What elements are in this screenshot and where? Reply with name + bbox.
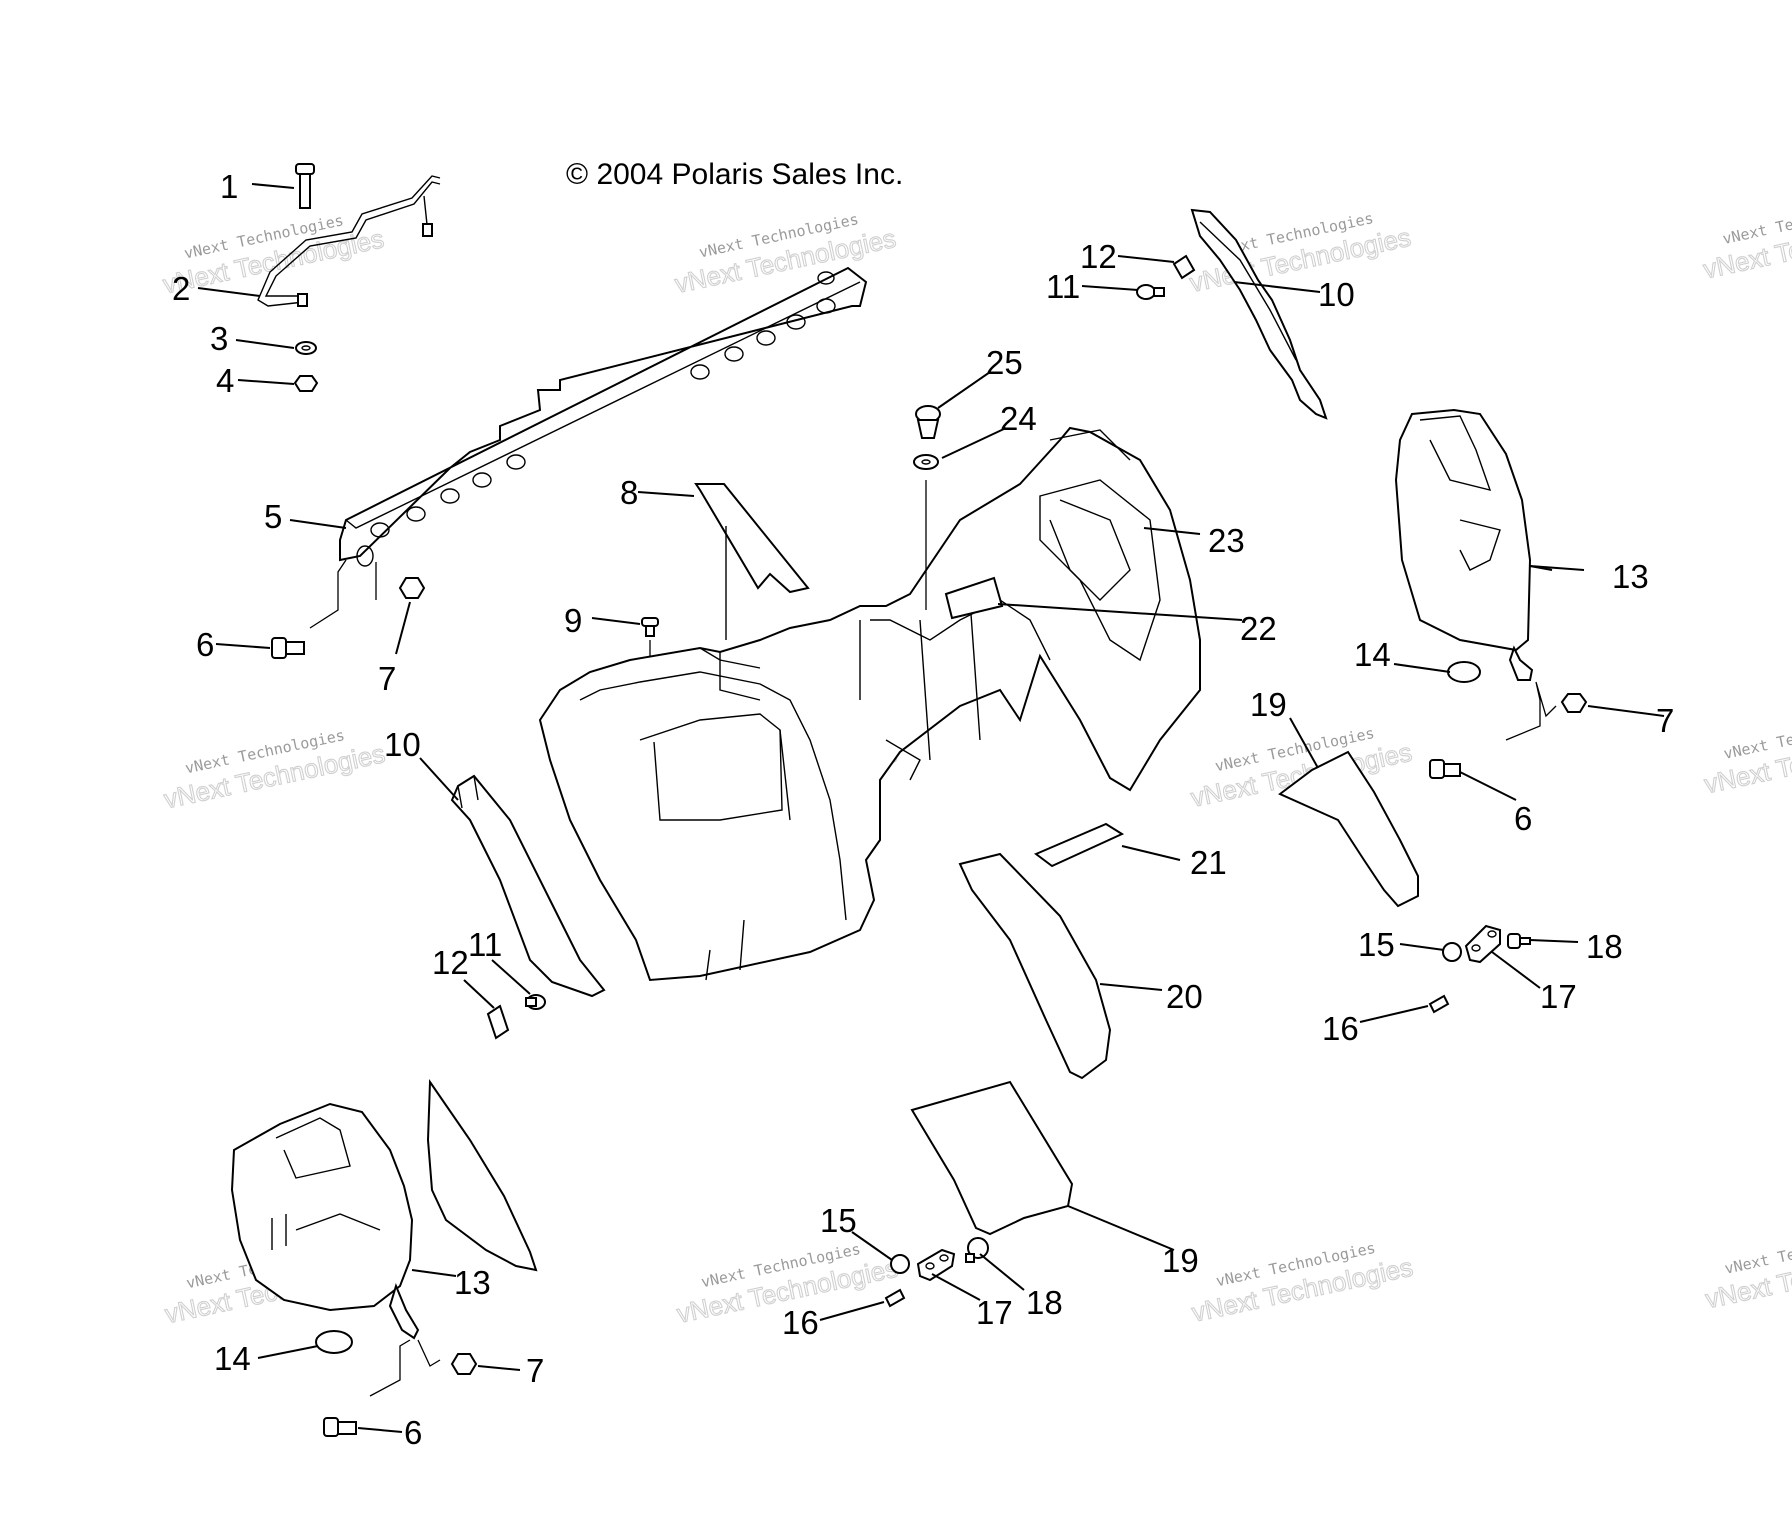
callout-6: 6 bbox=[404, 1414, 422, 1451]
part-mud-guard-panel bbox=[426, 1078, 538, 1272]
part-nut-4 bbox=[293, 375, 319, 392]
callout-9: 9 bbox=[564, 602, 582, 639]
callout-14: 14 bbox=[214, 1340, 251, 1377]
callout-13: 13 bbox=[1612, 558, 1649, 595]
part-bracket-17 bbox=[916, 1248, 956, 1282]
part-fender-23 bbox=[1049, 429, 1131, 461]
part-washer-3 bbox=[295, 341, 317, 355]
callout-15: 15 bbox=[1358, 926, 1395, 963]
callout-24: 24 bbox=[1000, 400, 1037, 437]
part-bolt-6 bbox=[1429, 759, 1461, 779]
part-flap-19 bbox=[910, 1080, 1074, 1236]
callout-18: 18 bbox=[1586, 928, 1623, 965]
part-plug-14 bbox=[315, 1330, 353, 1354]
callout-3: 3 bbox=[210, 320, 228, 357]
part-bolt-1 bbox=[295, 163, 315, 209]
part-mud-guard-13 bbox=[230, 1102, 420, 1340]
part-rivet-25 bbox=[915, 405, 941, 439]
part-bracket-17 bbox=[1464, 924, 1501, 964]
callout-10: 10 bbox=[384, 726, 421, 763]
part-nut-7 bbox=[450, 1353, 478, 1375]
callout-20: 20 bbox=[1166, 978, 1203, 1015]
part-screw-16 bbox=[1428, 994, 1450, 1014]
callout-10: 10 bbox=[1318, 276, 1355, 313]
part-mud-guard-13 bbox=[1394, 408, 1534, 681]
callout-11: 11 bbox=[1046, 268, 1080, 305]
callout-8: 8 bbox=[620, 474, 638, 511]
callout-17: 17 bbox=[1540, 978, 1577, 1015]
part-clip-12 bbox=[486, 1004, 510, 1040]
callout-7: 7 bbox=[1656, 702, 1674, 739]
part-grommet-15 bbox=[890, 1254, 910, 1274]
callout-7: 7 bbox=[526, 1352, 544, 1389]
part-fender-flare-10 bbox=[450, 774, 606, 998]
callout-17: 17 bbox=[976, 1294, 1013, 1331]
part-flap-19 bbox=[1278, 750, 1419, 908]
callout-7: 7 bbox=[378, 660, 396, 697]
part-bolt-6 bbox=[323, 1417, 357, 1437]
callout-11: 11 bbox=[468, 926, 502, 963]
callout-6: 6 bbox=[1514, 800, 1532, 837]
install-line bbox=[1505, 681, 1557, 741]
callout-2: 2 bbox=[172, 270, 190, 307]
callout-23: 23 bbox=[1208, 522, 1245, 559]
callout-6: 6 bbox=[196, 626, 214, 663]
part-pin-18 bbox=[965, 1237, 989, 1263]
part-plug-14 bbox=[1447, 661, 1481, 683]
part-washer-24 bbox=[913, 454, 939, 470]
part-fender-flare-10 bbox=[1190, 208, 1328, 420]
callout-16: 16 bbox=[782, 1304, 819, 1341]
copyright-text: © 2004 Polaris Sales Inc. bbox=[566, 158, 903, 191]
part-pin-18 bbox=[1507, 933, 1531, 949]
part-decal-22 bbox=[944, 576, 1004, 620]
install-line bbox=[309, 559, 377, 629]
callout-15: 15 bbox=[820, 1202, 857, 1239]
callout-22: 22 bbox=[1240, 610, 1277, 647]
callout-19: 19 bbox=[1162, 1242, 1199, 1279]
part-screw-11 bbox=[525, 994, 546, 1010]
callout-numbers: 1 2 3 4 5 6 7 8 9 10 11 12 10 11 12 13 1… bbox=[172, 168, 1674, 1451]
part-panel-8 bbox=[694, 483, 810, 594]
callout-12: 12 bbox=[1080, 238, 1117, 275]
callout-21: 21 bbox=[1190, 844, 1227, 881]
part-grommet-15 bbox=[1442, 942, 1462, 962]
part-nut-7 bbox=[398, 577, 426, 599]
callout-13: 13 bbox=[454, 1264, 491, 1301]
install-line bbox=[369, 1339, 441, 1397]
part-rear-body bbox=[538, 426, 1201, 982]
callout-16: 16 bbox=[1322, 1010, 1359, 1047]
callout-19: 19 bbox=[1250, 686, 1287, 723]
callout-14: 14 bbox=[1354, 636, 1391, 673]
callout-25: 25 bbox=[986, 344, 1023, 381]
callout-12: 12 bbox=[432, 944, 469, 981]
callout-18: 18 bbox=[1026, 1284, 1063, 1321]
part-screw-11 bbox=[1136, 284, 1165, 300]
part-clip-12 bbox=[1172, 254, 1196, 280]
leader-lines bbox=[197, 183, 1665, 1433]
part-flap-20 bbox=[958, 852, 1112, 1080]
part-bolt-6 bbox=[271, 637, 305, 659]
parts-drawings bbox=[230, 163, 1588, 1437]
callout-1: 1 bbox=[220, 168, 238, 205]
part-decal-21 bbox=[1034, 822, 1125, 868]
part-rack-bar-5 bbox=[339, 266, 868, 567]
callout-4: 4 bbox=[216, 362, 234, 399]
part-nut-7 bbox=[1560, 693, 1588, 713]
part-screw-16 bbox=[884, 1288, 906, 1308]
callout-5: 5 bbox=[264, 498, 282, 535]
